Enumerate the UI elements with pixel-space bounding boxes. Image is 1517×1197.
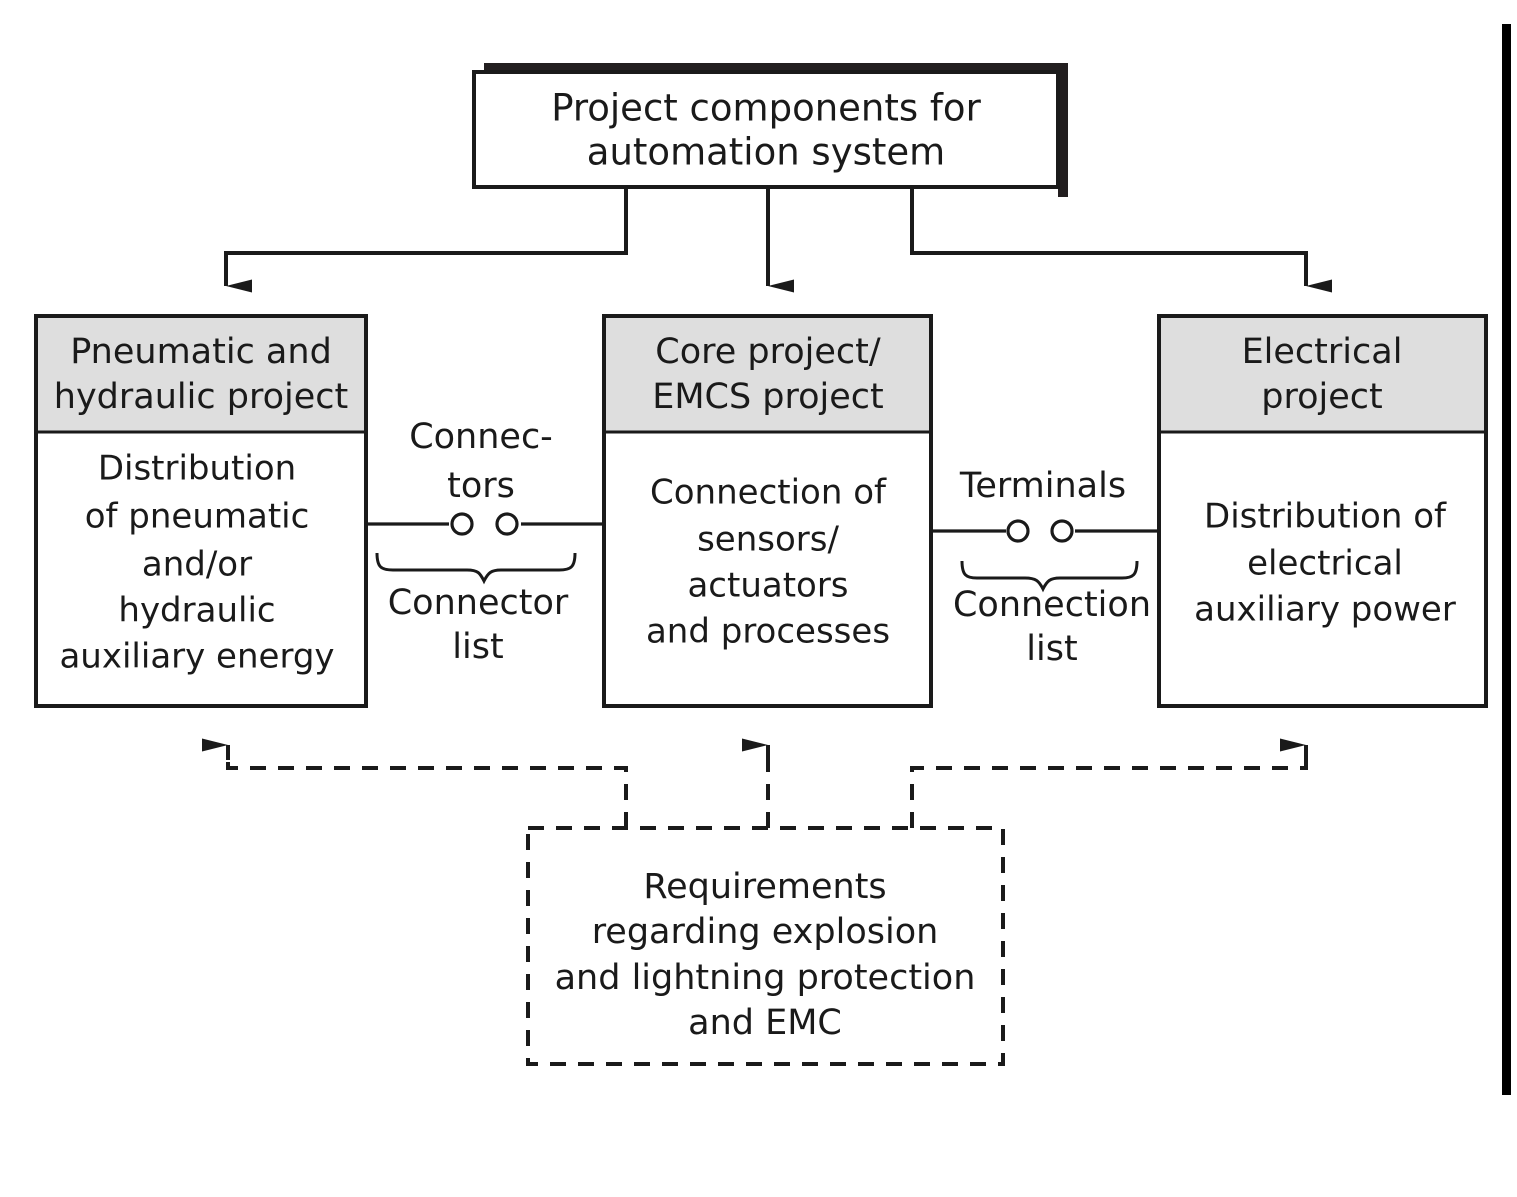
connector-node-left (450, 512, 474, 536)
node-core-border (602, 314, 933, 708)
node-requirements[interactable] (526, 826, 1005, 1066)
node-electrical-project[interactable] (1157, 314, 1488, 708)
node-core-header-line-2: EMCS project (652, 377, 884, 417)
connector-node-right (495, 512, 519, 536)
node-electrical-header-fill (1159, 316, 1486, 432)
node-requirements-line-2: regarding explosion (592, 912, 939, 952)
node-core-body-line-2: sensors/ (697, 520, 839, 560)
node-electrical-body-line-3: auxiliary power (1194, 590, 1456, 630)
label-connection-list-line-2: list (1026, 629, 1077, 669)
node-pneumatic-body-line-4: hydraulic (118, 591, 275, 631)
node-pneumatic-hydraulic-project[interactable] (34, 314, 368, 708)
label-terminals: Terminals (959, 466, 1126, 506)
node-pneumatic-body-fill (36, 432, 366, 706)
node-pneumatic-border (34, 314, 368, 708)
node-pneumatic-body-line-1: Distribution (98, 449, 296, 489)
terminal-node-left (1006, 519, 1030, 543)
node-electrical-body-fill (1159, 432, 1486, 706)
edge-root-to-electrical (910, 188, 1332, 293)
root-node-line-2: automation system (587, 131, 945, 174)
node-requirements-line-3: and lightning protection (555, 958, 976, 998)
node-pneumatic-body-line-5: auxiliary energy (59, 637, 334, 677)
node-electrical-body-line-1: Distribution of (1204, 497, 1447, 537)
connector-brace (375, 552, 577, 585)
edge-requirements-to-electrical (910, 745, 1308, 828)
root-node-fill (474, 72, 1058, 187)
node-requirements-line-1: Requirements (643, 867, 886, 907)
node-pneumatic-header-line-2: hydraulic project (54, 377, 348, 417)
root-node-line-1: Project components for (551, 87, 981, 130)
node-pneumatic-header-fill (36, 316, 366, 432)
node-pneumatic-body-line-3: and/or (142, 545, 252, 585)
node-core-body-line-3: actuators (687, 566, 848, 606)
terminal-node-right (1050, 519, 1074, 543)
node-core-body-line-4: and processes (646, 612, 890, 652)
node-electrical-border (1157, 314, 1488, 708)
node-core-body-fill (604, 432, 931, 706)
node-core-header-line-1: Core project/ (655, 332, 881, 372)
node-requirements-line-4: and EMC (688, 1003, 842, 1043)
node-pneumatic-body-line-2: of pneumatic (85, 497, 310, 537)
page-edge-bar (1502, 24, 1511, 1095)
label-connection-list-line-1: Connection (953, 585, 1151, 625)
root-node[interactable] (472, 63, 1068, 197)
terminal-brace (960, 560, 1139, 593)
node-requirements-border (526, 826, 1005, 1066)
node-core-emcs-project[interactable] (602, 314, 933, 708)
edge-requirements-to-pneumatic (226, 745, 628, 828)
root-node-border (472, 70, 1060, 189)
node-core-body-line-1: Connection of (650, 473, 887, 513)
label-connectors-line-1: Connec- (409, 417, 553, 457)
label-connector-list-line-1: Connector (388, 583, 569, 623)
label-connectors-line-2: tors (447, 466, 515, 506)
node-pneumatic-header-line-1: Pneumatic and (70, 332, 332, 372)
edge-root-to-pneumatic (224, 188, 628, 293)
node-core-header-fill (604, 316, 931, 432)
node-electrical-header-line-2: project (1261, 377, 1382, 417)
node-electrical-body-line-2: electrical (1247, 544, 1403, 584)
node-requirements-fill (528, 828, 1003, 1064)
node-electrical-header-line-1: Electrical (1242, 332, 1403, 372)
label-connector-list-line-2: list (452, 627, 503, 667)
